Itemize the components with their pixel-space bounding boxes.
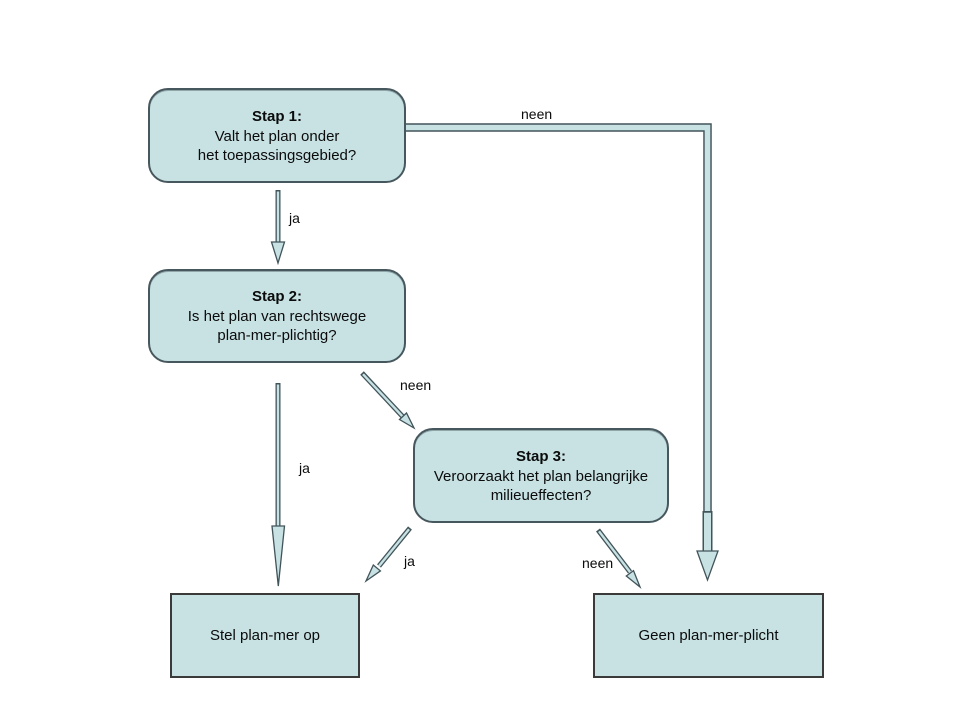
node-stap1-line1: Valt het plan onder	[214, 127, 340, 145]
node-geen-label: Geen plan-mer-plicht	[638, 627, 779, 644]
node-stap2-title: Stap 2:	[251, 288, 302, 305]
arrow-head-icon	[398, 411, 416, 430]
flowchart-node-stap1: Stap 1: Valt het plan onder het toepassi…	[148, 88, 406, 183]
arrow-head-icon	[625, 569, 642, 590]
node-stap3-title: Stap 3:	[515, 447, 566, 465]
edge-stap1-to-stap2	[270, 190, 286, 266]
edge-label-ja-stap3-stel: ja	[404, 553, 415, 569]
node-stap1-line2: het toepassingsgebied?	[197, 146, 357, 164]
edge-label-ja-stap1-stap2: ja	[289, 210, 300, 226]
flowchart-node-stel-plan-mer-op: Stel plan-mer op	[170, 593, 360, 678]
edge-label-ja-stap2-stel: ja	[299, 460, 310, 476]
arrow-head-icon	[696, 550, 719, 582]
edge-label-neen-stap1-geen: neen	[521, 106, 553, 122]
node-stap1-title: Stap 1:	[251, 107, 302, 125]
edge-label-neen-stap2-stap3: neen	[400, 377, 432, 393]
arrow-head-icon	[364, 563, 382, 583]
node-stap2-line2: plan-mer-plichtig?	[217, 327, 337, 344]
arrow-head-icon	[270, 241, 286, 266]
flowchart-node-stap2: Stap 2: Is het plan van rechtswege plan-…	[148, 269, 406, 363]
node-stap3-line1: Veroorzaakt het plan belangrijke	[433, 467, 649, 485]
flowchart-node-stap3: Stap 3: Veroorzaakt het plan belangrijke…	[413, 428, 669, 523]
edge-stap2-to-stel	[271, 383, 286, 587]
node-stap3-line2: milieueffecten?	[490, 486, 592, 504]
edge-label-neen-stap3-geen: neen	[582, 555, 614, 571]
flowchart-node-geen-plan-mer-plicht: Geen plan-mer-plicht	[593, 593, 824, 678]
node-stap2-line1: Is het plan van rechtswege	[187, 308, 367, 325]
node-stel-label: Stel plan-mer op	[209, 627, 321, 644]
arrow-head-icon	[271, 525, 286, 587]
